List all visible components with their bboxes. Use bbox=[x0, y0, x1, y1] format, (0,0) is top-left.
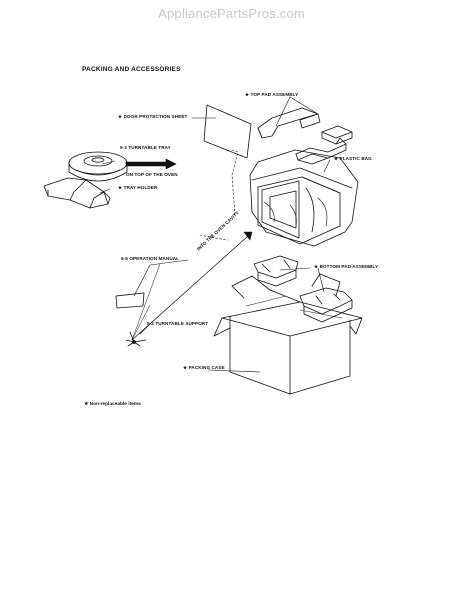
on-top-arrow bbox=[125, 158, 177, 170]
label-bottom-pad-assembly: ★ BOTTOM PAD ASSEMBLY bbox=[314, 264, 379, 269]
into-cavity-arrowhead bbox=[243, 231, 253, 241]
tray-holder-drawing bbox=[43, 177, 111, 209]
top-pad-assembly-drawing bbox=[257, 107, 353, 165]
label-top-pad-assembly: ★ TOP PAD ASSEMBLY bbox=[245, 92, 299, 97]
label-turntable-support: 5-2 TURNTABLE SUPPORT bbox=[147, 321, 209, 326]
label-tray-holder: ★ TRAY HOLDER bbox=[118, 185, 158, 190]
label-door-protection-sheet: ★ DOOR PROTECTION SHEET bbox=[118, 114, 188, 119]
label-plastic-bag: ★ PLASTIC BAG bbox=[334, 156, 372, 161]
turntable-support-drawing bbox=[125, 331, 147, 347]
label-on-top-of-oven: ON TOP OF THE OVEN bbox=[126, 172, 178, 177]
operation-manual-drawing bbox=[115, 292, 145, 309]
bottom-pad-assembly-drawing bbox=[253, 255, 353, 323]
label-packing-case: ★ PACKING CASE bbox=[183, 365, 225, 370]
packing-case-drawing bbox=[213, 273, 363, 395]
label-turntable-tray: 5-3 TURNTABLE TRAY bbox=[120, 145, 171, 150]
watermark: AppliancePartsPros.com bbox=[158, 6, 305, 21]
page-title: PACKING AND ACCESSORIES bbox=[82, 66, 181, 73]
into-cavity-arrow-line bbox=[131, 235, 249, 341]
footnote-non-replaceable: ★ Non-replaceable items bbox=[84, 402, 141, 407]
label-operation-manual: 6-6 OPERATION MANUAL bbox=[121, 256, 180, 261]
leader-lines bbox=[99, 96, 331, 373]
door-protection-sheet-drawing bbox=[203, 104, 252, 159]
oven-in-plastic-bag-drawing bbox=[249, 149, 359, 247]
turntable-tray-drawing bbox=[68, 151, 128, 182]
